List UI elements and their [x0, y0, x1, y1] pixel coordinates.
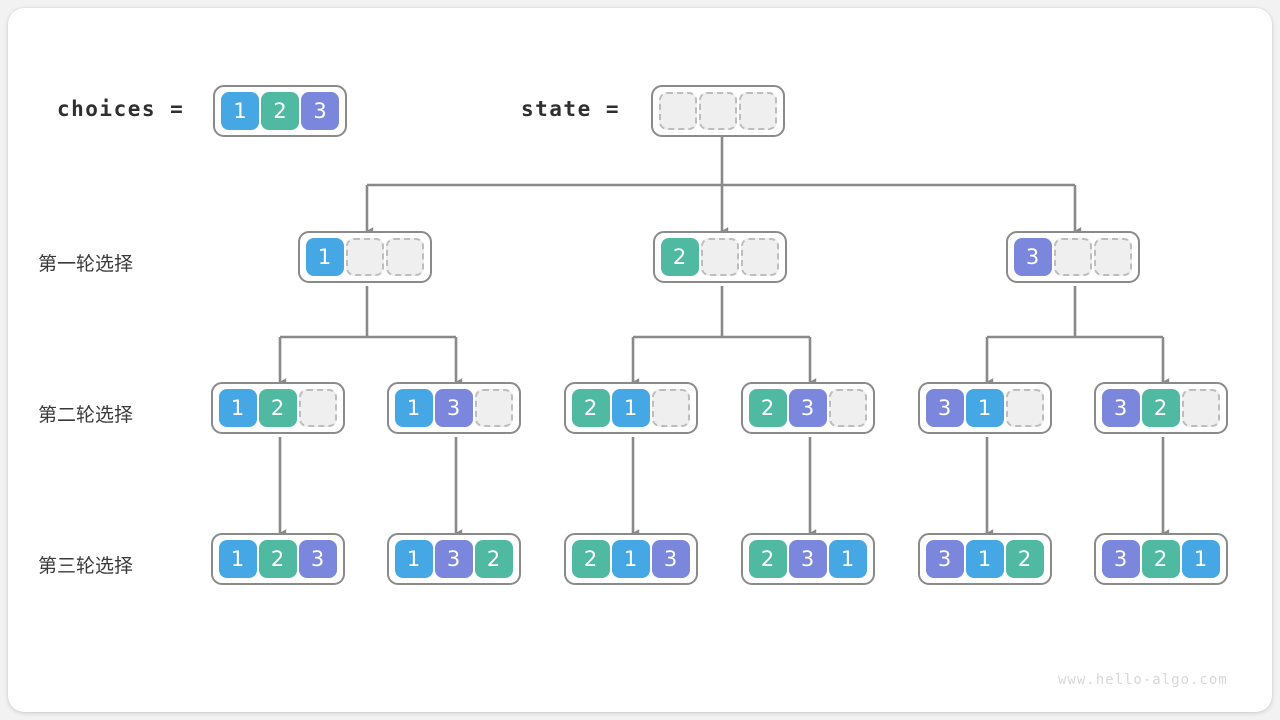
diagram-card — [8, 8, 1272, 712]
node-r2-4-cell-1: 2 — [748, 389, 787, 427]
node-r2-6-cell-2: 2 — [1141, 389, 1180, 427]
row-label-round-2: 第二轮选择 — [38, 404, 134, 426]
node-r3-6-cell-2: 2 — [1141, 540, 1180, 578]
node-r2-1-cell-1: 1 — [218, 389, 257, 427]
node-r3-5-cell-2: 1 — [965, 540, 1004, 578]
node-r3-2-cell-1: 1 — [394, 540, 433, 578]
node-r1-3-cell-3 — [1093, 238, 1132, 276]
state-cell-3 — [739, 92, 777, 130]
node-r2-2-cell-1: 1 — [394, 389, 433, 427]
row-label-round-3: 第三轮选择 — [38, 555, 134, 577]
node-r1-1: 1 — [297, 231, 432, 283]
state-cell-2 — [699, 92, 737, 130]
node-r1-3-cell-1: 3 — [1013, 238, 1052, 276]
choices-cell-1: 1 — [221, 92, 259, 130]
node-r2-3-cell-1: 2 — [571, 389, 610, 427]
node-r1-3-cell-2 — [1053, 238, 1092, 276]
node-r3-4-cell-3: 1 — [828, 540, 867, 578]
node-r2-4-cell-3 — [828, 389, 867, 427]
node-r1-2-cell-2 — [700, 238, 739, 276]
node-r2-6-cell-3 — [1181, 389, 1220, 427]
choices-cell-2: 2 — [261, 92, 299, 130]
node-r3-1-cell-1: 1 — [218, 540, 257, 578]
node-r2-5-cell-3 — [1005, 389, 1044, 427]
node-r1-1-cell-3 — [385, 238, 424, 276]
node-r2-1-cell-2: 2 — [258, 389, 297, 427]
node-r2-5-cell-2: 1 — [965, 389, 1004, 427]
node-r2-1-cell-3 — [298, 389, 337, 427]
node-r2-2-cell-3 — [474, 389, 513, 427]
node-r2-2-cell-2: 3 — [434, 389, 473, 427]
choices-cell-3: 3 — [301, 92, 339, 130]
state-cell-1 — [659, 92, 697, 130]
node-r2-6-cell-1: 3 — [1101, 389, 1140, 427]
node-r3-3-cell-2: 1 — [611, 540, 650, 578]
node-r3-6-cell-1: 3 — [1101, 540, 1140, 578]
choices-label: choices = — [57, 97, 185, 121]
node-r2-4-cell-2: 3 — [788, 389, 827, 427]
node-r1-3: 3 — [1005, 231, 1140, 283]
row-label-round-1: 第一轮选择 — [38, 253, 134, 275]
node-r2-3-cell-3 — [651, 389, 690, 427]
node-r2-3-cell-2: 1 — [611, 389, 650, 427]
node-r3-6-cell-3: 1 — [1181, 540, 1220, 578]
node-r1-1-cell-1: 1 — [305, 238, 344, 276]
node-r1-2-cell-3 — [740, 238, 779, 276]
node-r3-1-cell-3: 3 — [298, 540, 337, 578]
node-r3-3-cell-1: 2 — [571, 540, 610, 578]
node-r1-1-cell-2 — [345, 238, 384, 276]
watermark: www.hello-algo.com — [1058, 672, 1228, 688]
node-r1-2-cell-1: 2 — [660, 238, 699, 276]
node-r1-2: 2 — [652, 231, 787, 283]
node-r3-4-cell-1: 2 — [748, 540, 787, 578]
node-r3-5-cell-1: 3 — [925, 540, 964, 578]
node-r3-3-cell-3: 3 — [651, 540, 690, 578]
state-label: state = — [521, 97, 621, 121]
node-r3-2-cell-2: 3 — [434, 540, 473, 578]
node-r2-5-cell-1: 3 — [925, 389, 964, 427]
node-r3-5-cell-3: 2 — [1005, 540, 1044, 578]
state-array — [651, 85, 785, 137]
node-r3-1-cell-2: 2 — [258, 540, 297, 578]
node-r3-2-cell-3: 2 — [474, 540, 513, 578]
node-r3-4-cell-2: 3 — [788, 540, 827, 578]
